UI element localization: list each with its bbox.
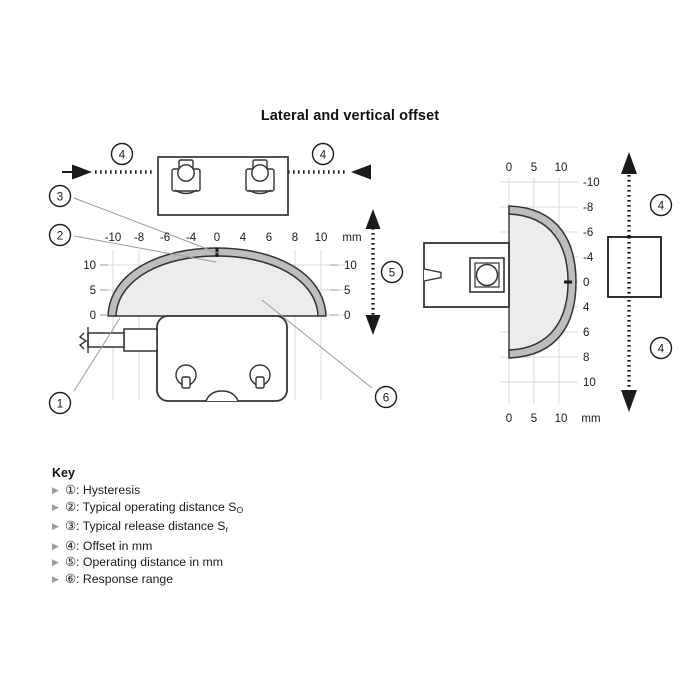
- svg-text:6: 6: [383, 393, 389, 405]
- right-sensor-body: [423, 242, 510, 308]
- svg-text:0: 0: [506, 162, 512, 174]
- svg-text:-4: -4: [583, 252, 594, 264]
- svg-text:10: 10: [315, 232, 328, 244]
- bullet-triangle-icon: ▶: [52, 485, 59, 495]
- key-item-label: ③: Typical release distance Sr: [65, 519, 229, 535]
- right-x-bottom-labels: 0 5 10 mm: [506, 413, 601, 425]
- svg-text:5: 5: [344, 285, 350, 297]
- svg-text:5: 5: [531, 413, 537, 425]
- svg-text:-6: -6: [583, 227, 593, 239]
- svg-text:6: 6: [583, 327, 589, 339]
- lateral-offset-arrow-right: [288, 164, 371, 180]
- callout-badges-right: 4 4: [649, 193, 673, 360]
- svg-text:0: 0: [506, 413, 512, 425]
- svg-text:5: 5: [90, 285, 96, 297]
- callout-badge-4-right-bottom: 4: [649, 336, 673, 360]
- callout-badge-4-top-right: 4: [311, 142, 335, 166]
- svg-text:4: 4: [119, 150, 126, 162]
- right-response-range: [508, 205, 577, 359]
- svg-text:8: 8: [583, 352, 589, 364]
- key-item-label: ④: Offset in mm: [65, 538, 153, 553]
- left-y-axis-right-labels: 10 5 0 mm: [344, 260, 357, 322]
- left-y-axis-labels: 10 5 0: [83, 260, 96, 322]
- right-x-top-labels: 0 5 10: [506, 162, 568, 174]
- svg-text:10: 10: [583, 377, 596, 389]
- svg-text:8: 8: [292, 232, 298, 244]
- callout-badge-5: 5: [380, 260, 404, 284]
- svg-text:2: 2: [57, 231, 63, 243]
- svg-text:5: 5: [389, 268, 395, 280]
- bullet-triangle-icon: ▶: [52, 521, 59, 532]
- key-item-label: ⑤: Operating distance in mm: [65, 555, 223, 570]
- svg-text:0: 0: [90, 310, 96, 322]
- key-item-5: ▶ ⑤: Operating distance in mm: [52, 555, 472, 570]
- svg-text:10: 10: [555, 413, 568, 425]
- svg-text:-8: -8: [134, 232, 144, 244]
- svg-text:-10: -10: [583, 177, 600, 189]
- svg-text:mm: mm: [581, 413, 600, 425]
- key-legend: Key ▶ ①: Hysteresis ▶ ②: Typical operati…: [52, 466, 472, 587]
- key-item-6: ▶ ⑥: Response range: [52, 572, 472, 587]
- bullet-triangle-icon: ▶: [52, 573, 59, 584]
- svg-text:10: 10: [83, 260, 96, 272]
- key-item-2: ▶ ②: Typical operating distance SO: [52, 500, 472, 518]
- svg-text:-10: -10: [105, 232, 122, 244]
- svg-text:-4: -4: [186, 232, 197, 244]
- callout-badge-1: 1: [48, 391, 72, 415]
- top-view-group: [62, 156, 371, 216]
- bullet-triangle-icon: ▶: [52, 540, 59, 551]
- svg-text:4: 4: [658, 344, 665, 356]
- callout-badges-left: 3 2 1 6 4 4 5: [48, 142, 404, 415]
- left-response-range: [107, 247, 327, 317]
- right-y-axis-labels: -10 -8 -6 -4 0 4 6 8 10: [583, 177, 600, 389]
- left-chart-ticks: [100, 264, 338, 316]
- key-item-4: ▶ ④: Offset in mm: [52, 539, 472, 554]
- page-title: Lateral and vertical offset: [260, 108, 440, 124]
- bullet-triangle-icon: ▶: [52, 501, 59, 512]
- key-item-3: ▶ ③: Typical release distance Sr: [52, 519, 472, 537]
- left-x-axis-labels: -10 -8 -6 -4 0 4 6 8 10 mm: [105, 232, 362, 244]
- svg-text:6: 6: [266, 232, 272, 244]
- svg-text:0: 0: [344, 310, 350, 322]
- left-sensor-body: [78, 315, 288, 402]
- svg-text:0: 0: [214, 232, 220, 244]
- svg-text:1: 1: [57, 399, 63, 411]
- svg-text:4: 4: [583, 302, 590, 314]
- svg-text:4: 4: [320, 150, 327, 162]
- svg-text:10: 10: [344, 260, 357, 272]
- svg-text:5: 5: [531, 162, 537, 174]
- vertical-offset-arrow: [607, 152, 662, 412]
- callout-badge-2: 2: [48, 223, 72, 247]
- key-heading: Key: [52, 466, 75, 480]
- callout-leader-lines: [73, 197, 373, 392]
- callout-badge-4-top-left: 4: [110, 142, 134, 166]
- svg-text:0: 0: [583, 277, 589, 289]
- callout-badge-4-right-top: 4: [649, 193, 673, 217]
- callout-badge-6: 6: [374, 385, 398, 409]
- svg-text:4: 4: [240, 232, 247, 244]
- svg-text:-6: -6: [160, 232, 170, 244]
- svg-text:-8: -8: [583, 202, 593, 214]
- callout-badge-3: 3: [48, 184, 72, 208]
- key-item-1: ▶ ①: Hysteresis: [52, 483, 472, 498]
- lateral-offset-arrow-left: [62, 164, 155, 180]
- bullet-triangle-icon: ▶: [52, 557, 59, 568]
- svg-text:10: 10: [555, 162, 568, 174]
- key-item-label: ⑥: Response range: [65, 571, 174, 586]
- svg-text:mm: mm: [342, 232, 361, 244]
- key-item-label: ①: Hysteresis: [65, 483, 141, 497]
- svg-text:4: 4: [658, 201, 665, 213]
- svg-text:3: 3: [57, 192, 63, 204]
- operating-distance-arrow: [365, 209, 381, 335]
- key-item-label: ②: Typical operating distance SO: [65, 499, 244, 515]
